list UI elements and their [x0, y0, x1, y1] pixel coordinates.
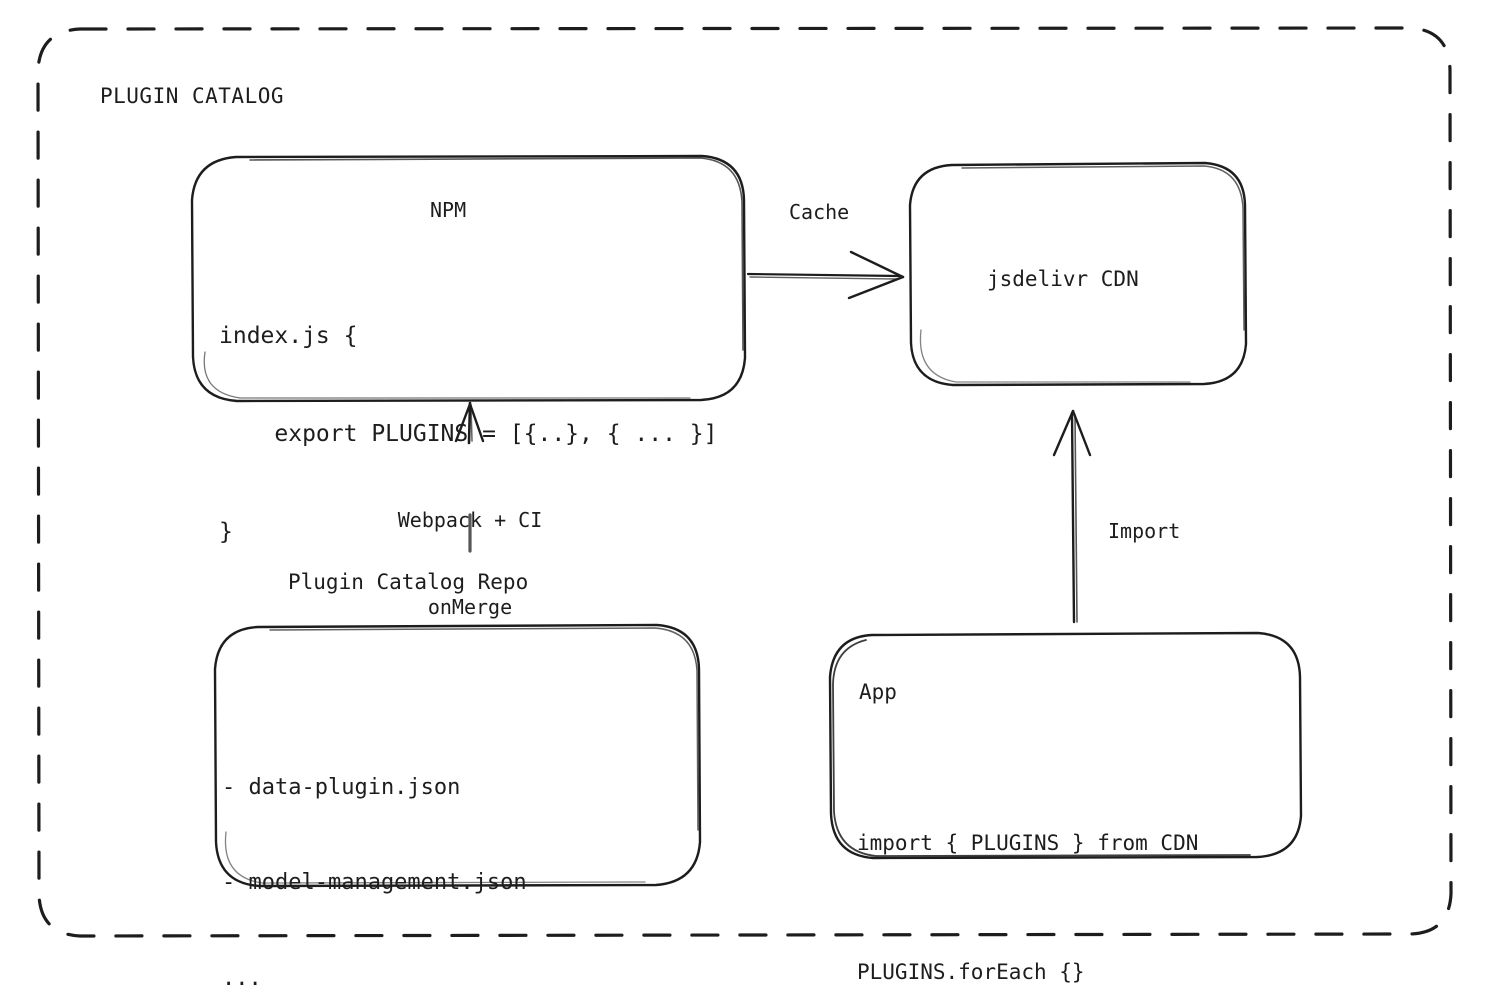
repo-node-file-list: - data-plugin.json - model-management.js…: [222, 708, 527, 1002]
repo-file-line-2: - model-management.json: [222, 870, 527, 896]
npm-code-line-1: index.js {: [219, 323, 358, 350]
edge-label-webpack-ci-line2: onMerge: [427, 595, 513, 619]
cdn-node-title: jsdelivr CDN: [987, 267, 1139, 291]
edge-label-webpack-ci-line1: Webpack + CI: [397, 508, 543, 532]
app-node-code: import { PLUGINS } from CDN PLUGINS.forE…: [857, 736, 1198, 1002]
repo-file-line-1: - data-plugin.json: [222, 774, 461, 800]
cdn-node-sketch-overstroke-bottom: [919, 329, 1191, 383]
app-node-title: App: [859, 680, 897, 704]
app-code-line-1: import { PLUGINS } from CDN: [857, 831, 1199, 856]
edge-app-to-cdn-arrow: [1052, 409, 1092, 624]
npm-code-line-3: }: [219, 519, 233, 546]
edge-label-import: Import: [1108, 519, 1181, 543]
npm-node-title: NPM: [430, 198, 467, 222]
app-code-line-2: PLUGINS.forEach {}: [857, 960, 1085, 985]
npm-node-code: index.js { export PLUGINS = [{..}, { ...…: [219, 255, 718, 614]
repo-file-line-3: ...: [222, 966, 262, 992]
plugin-catalog-title: PLUGIN CATALOG: [100, 84, 285, 108]
cdn-node-sketch-overstroke: [961, 165, 1245, 331]
edge-npm-to-cdn-arrow: [746, 250, 905, 300]
npm-code-line-2: export PLUGINS = [{..}, { ... }]: [219, 421, 718, 448]
edge-label-webpack-ci: Webpack + CI onMerge: [375, 448, 565, 680]
repo-node-label: Plugin Catalog Repo: [288, 570, 529, 594]
edge-label-cache: Cache: [789, 200, 850, 224]
